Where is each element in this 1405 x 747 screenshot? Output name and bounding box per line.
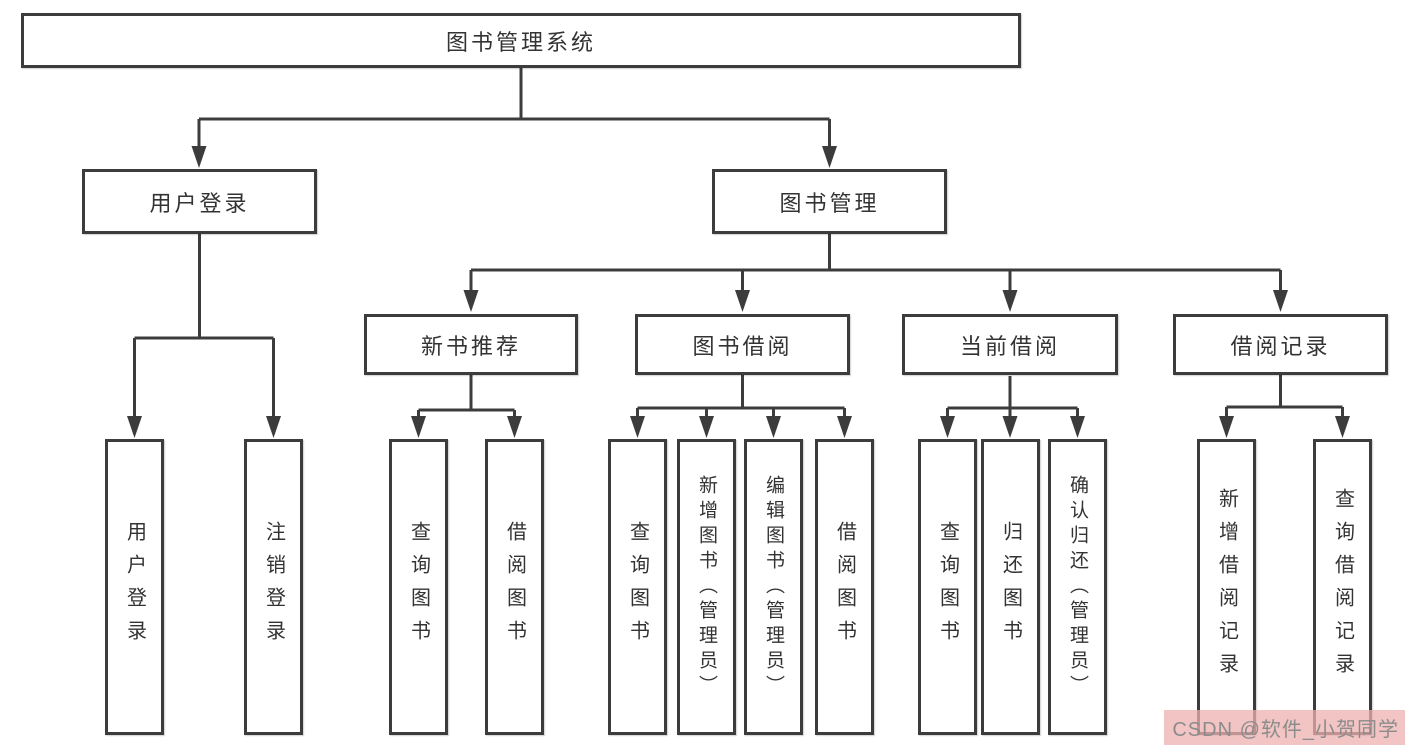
node-new-book-recommend: 新书推荐 [364,314,578,375]
connector-new-book-recommend [417,375,516,417]
arrowhead [699,416,714,438]
arrowhead [411,416,426,438]
leaf-return-book: 归还图书 [981,439,1040,735]
leaf-add-book-admin-label: 新增图书（管理员） [696,474,717,700]
connector-user-login [133,234,275,417]
arrowhead [1219,416,1234,438]
node-user-login-label: 用户登录 [149,190,250,216]
arrowhead [940,416,955,438]
arrowhead [1273,290,1288,312]
leaf-logout: 注销登录 [244,439,303,735]
leaf-logout-label: 注销登录 [262,521,285,653]
node-borrow-records-label: 借阅记录 [1230,333,1331,359]
node-book-management: 图书管理 [712,169,947,234]
leaf-borrow-books-label: 借阅图书 [833,521,856,653]
connector-root [197,68,831,147]
node-user-login: 用户登录 [82,169,317,234]
node-current-borrow-label: 当前借阅 [959,333,1060,359]
leaf-query-books-borrow: 查询图书 [608,439,667,735]
leaf-query-books-recommend: 查询图书 [389,439,448,735]
leaf-confirm-return-admin: 确认归还（管理员） [1048,439,1107,735]
arrowhead [837,416,852,438]
leaf-query-books-recommend-label: 查询图书 [407,521,430,653]
arrowhead [191,146,207,168]
leaf-borrow-books-recommend-label: 借阅图书 [503,521,526,653]
node-root-label: 图书管理系统 [445,29,596,55]
leaf-query-borrow-record: 查询借阅记录 [1313,439,1372,735]
arrowhead [266,416,281,438]
arrowhead [630,416,645,438]
arrowhead [1002,290,1018,312]
node-book-borrow-label: 图书借阅 [692,333,793,359]
leaf-edit-book-admin-label: 编辑图书（管理员） [763,474,784,700]
arrowhead [127,416,142,438]
node-root: 图书管理系统 [21,13,1021,68]
arrowhead [463,290,479,312]
leaf-query-books-current: 查询图书 [918,439,977,735]
leaf-user-login-label: 用户登录 [123,521,146,653]
connector-borrow-records [1225,375,1344,417]
leaf-return-book-label: 归还图书 [999,521,1022,653]
leaf-user-login: 用户登录 [105,439,164,735]
leaf-query-books-current-label: 查询图书 [936,521,959,653]
leaf-borrow-books: 借阅图书 [815,439,874,735]
arrowhead [1335,416,1350,438]
node-new-book-recommend-label: 新书推荐 [420,333,521,359]
node-borrow-records: 借阅记录 [1173,314,1388,375]
arrowheads [127,146,1350,438]
arrowhead [735,290,750,312]
leaf-edit-book-admin: 编辑图书（管理员） [744,439,803,735]
connector-current-borrow [946,376,1079,417]
leaf-borrow-books-recommend: 借阅图书 [485,439,544,735]
leaf-confirm-return-admin-label: 确认归还（管理员） [1067,474,1088,700]
connector-book-borrow [636,375,846,417]
arrowhead [766,416,781,438]
leaf-add-borrow-record: 新增借阅记录 [1197,439,1256,735]
watermark: CSDN @软件_小贺同学 [1164,710,1405,745]
connector-book-management [469,234,1282,291]
arrowhead [1070,416,1085,438]
leaf-add-borrow-record-label: 新增借阅记录 [1215,488,1238,686]
leaf-query-books-borrow-label: 查询图书 [626,521,649,653]
node-current-borrow: 当前借阅 [902,314,1118,375]
leaf-query-borrow-record-label: 查询借阅记录 [1331,488,1354,686]
leaf-add-book-admin: 新增图书（管理员） [677,439,736,735]
node-book-management-label: 图书管理 [779,190,880,216]
arrowhead [1002,416,1018,438]
node-book-borrow: 图书借阅 [635,314,850,375]
arrowhead [822,146,837,168]
arrowhead [507,416,522,438]
